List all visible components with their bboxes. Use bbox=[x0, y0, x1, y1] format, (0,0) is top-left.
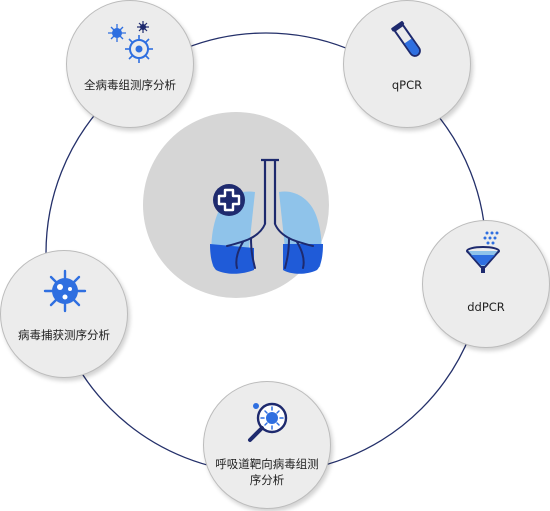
node-label: 病毒捕获测序分析 bbox=[18, 328, 110, 342]
magnifier-virus-icon bbox=[248, 402, 288, 442]
node-respiratory-targeted-sequencing: 呼吸道靶向病毒组测序分析 bbox=[203, 381, 331, 509]
node-whole-virome-sequencing: 全病毒组测序分析 bbox=[66, 0, 194, 128]
node-label: 呼吸道靶向病毒组测序分析 bbox=[215, 457, 319, 487]
lungs-medical-icon bbox=[210, 158, 323, 274]
center-circle bbox=[143, 112, 329, 298]
node-label: ddPCR bbox=[467, 300, 505, 314]
node-label: 全病毒组测序分析 bbox=[84, 78, 176, 92]
node-ddpcr: ddPCR bbox=[422, 220, 550, 348]
node-virus-capture-sequencing: 病毒捕获测序分析 bbox=[0, 250, 128, 378]
virus-icon bbox=[43, 269, 87, 313]
node-qpcr: qPCR bbox=[343, 0, 471, 128]
funnel-droplets-icon bbox=[466, 231, 500, 273]
test-tube-icon bbox=[391, 20, 421, 57]
virus-cluster-icon bbox=[108, 21, 153, 63]
node-label: qPCR bbox=[391, 78, 423, 92]
